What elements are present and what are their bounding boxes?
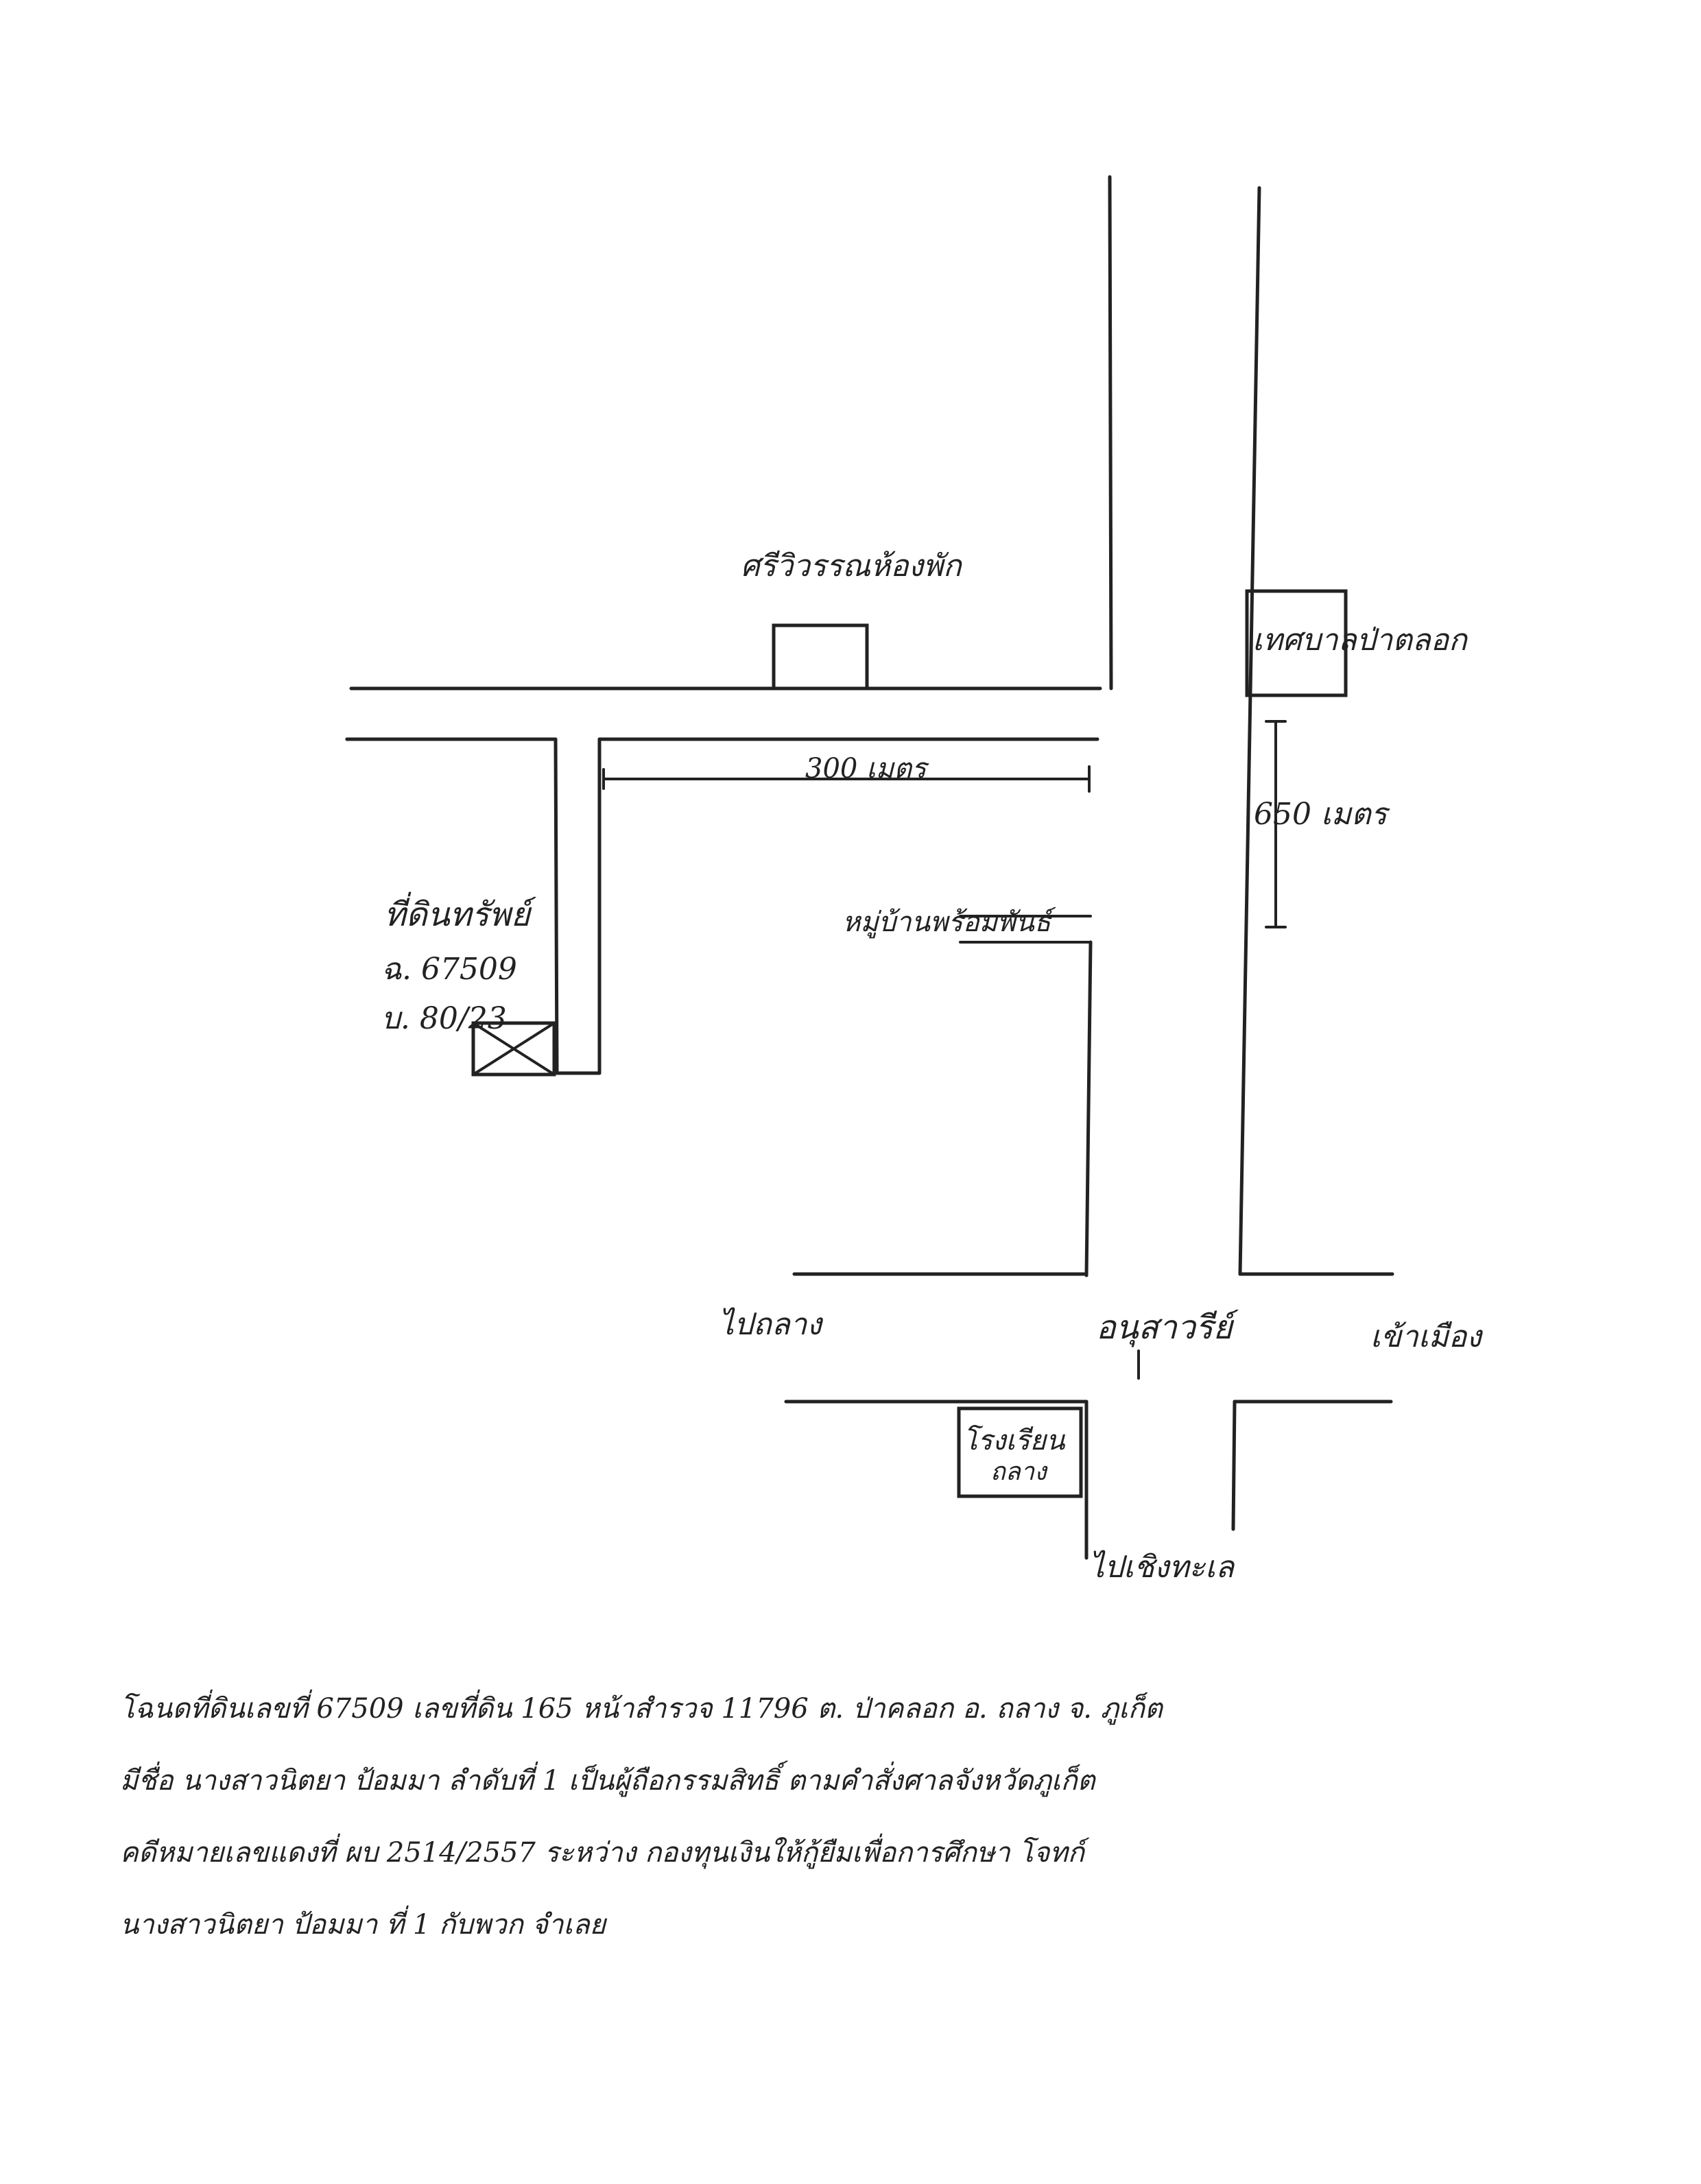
property-cross-b xyxy=(472,1022,556,1076)
to-thalang-label: ไปถลาง xyxy=(719,1307,824,1342)
dist-vertical-label: 650 เมตร xyxy=(1254,797,1391,832)
main-road-right-edge xyxy=(1238,186,1261,1276)
school-top-label: ศรีวิวรรณห้องพัก xyxy=(741,549,963,584)
monument-label: อนุสาวรีย์ xyxy=(1096,1308,1239,1347)
property-title-label: ที่ดินทรัพย์ xyxy=(384,891,536,934)
property-deed-label: ฉ. 67509 xyxy=(381,952,517,987)
inner-road-right-edge xyxy=(1084,940,1093,1277)
to-city-label: เข้าเมือง xyxy=(1370,1319,1484,1354)
dist-horizontal-label: 300 เมตร xyxy=(805,753,929,784)
school-top-building xyxy=(772,623,869,691)
note-line-2: มีชื่อ นางสาวนิตยา ป้อมมา ลำดับที่ 1 เป็… xyxy=(120,1765,1095,1797)
note-line-1: โฉนดที่ดินเลขที่ 67509 เลขที่ดิน 165 หน้… xyxy=(120,1693,1163,1725)
note-line-3: คดีหมายเลขแดงที่ ผบ 2514/2557 ระหว่าง กอ… xyxy=(120,1837,1084,1869)
side-road-left-edge xyxy=(554,737,559,1075)
school-bottom-building xyxy=(957,1406,1083,1498)
property-house-label: บ. 80/23 xyxy=(381,1001,507,1036)
to-sea-label: ไปเชิงทะเล xyxy=(1089,1550,1235,1585)
hospital-building xyxy=(1245,589,1348,697)
handwritten-note: โฉนดที่ดินเลขที่ 67509 เลขที่ดิน 165 หน้… xyxy=(120,1673,1547,1961)
hospital-label: เทศบาลป่าตลอก xyxy=(1252,623,1468,658)
note-line-4: นางสาวนิตยา ป้อมมา ที่ 1 กับพวก จำเลย xyxy=(120,1909,606,1941)
south-road-right-edge xyxy=(1231,1400,1237,1531)
village-label: หมู่บ้านพร้อมพันธ์ xyxy=(842,907,1056,939)
school-bottom-label-1: โรงเรียน xyxy=(963,1424,1066,1456)
property-marker xyxy=(471,1021,556,1077)
main-road-left-edge xyxy=(1108,175,1113,691)
school-bottom-label-2: ถลาง xyxy=(990,1458,1048,1486)
